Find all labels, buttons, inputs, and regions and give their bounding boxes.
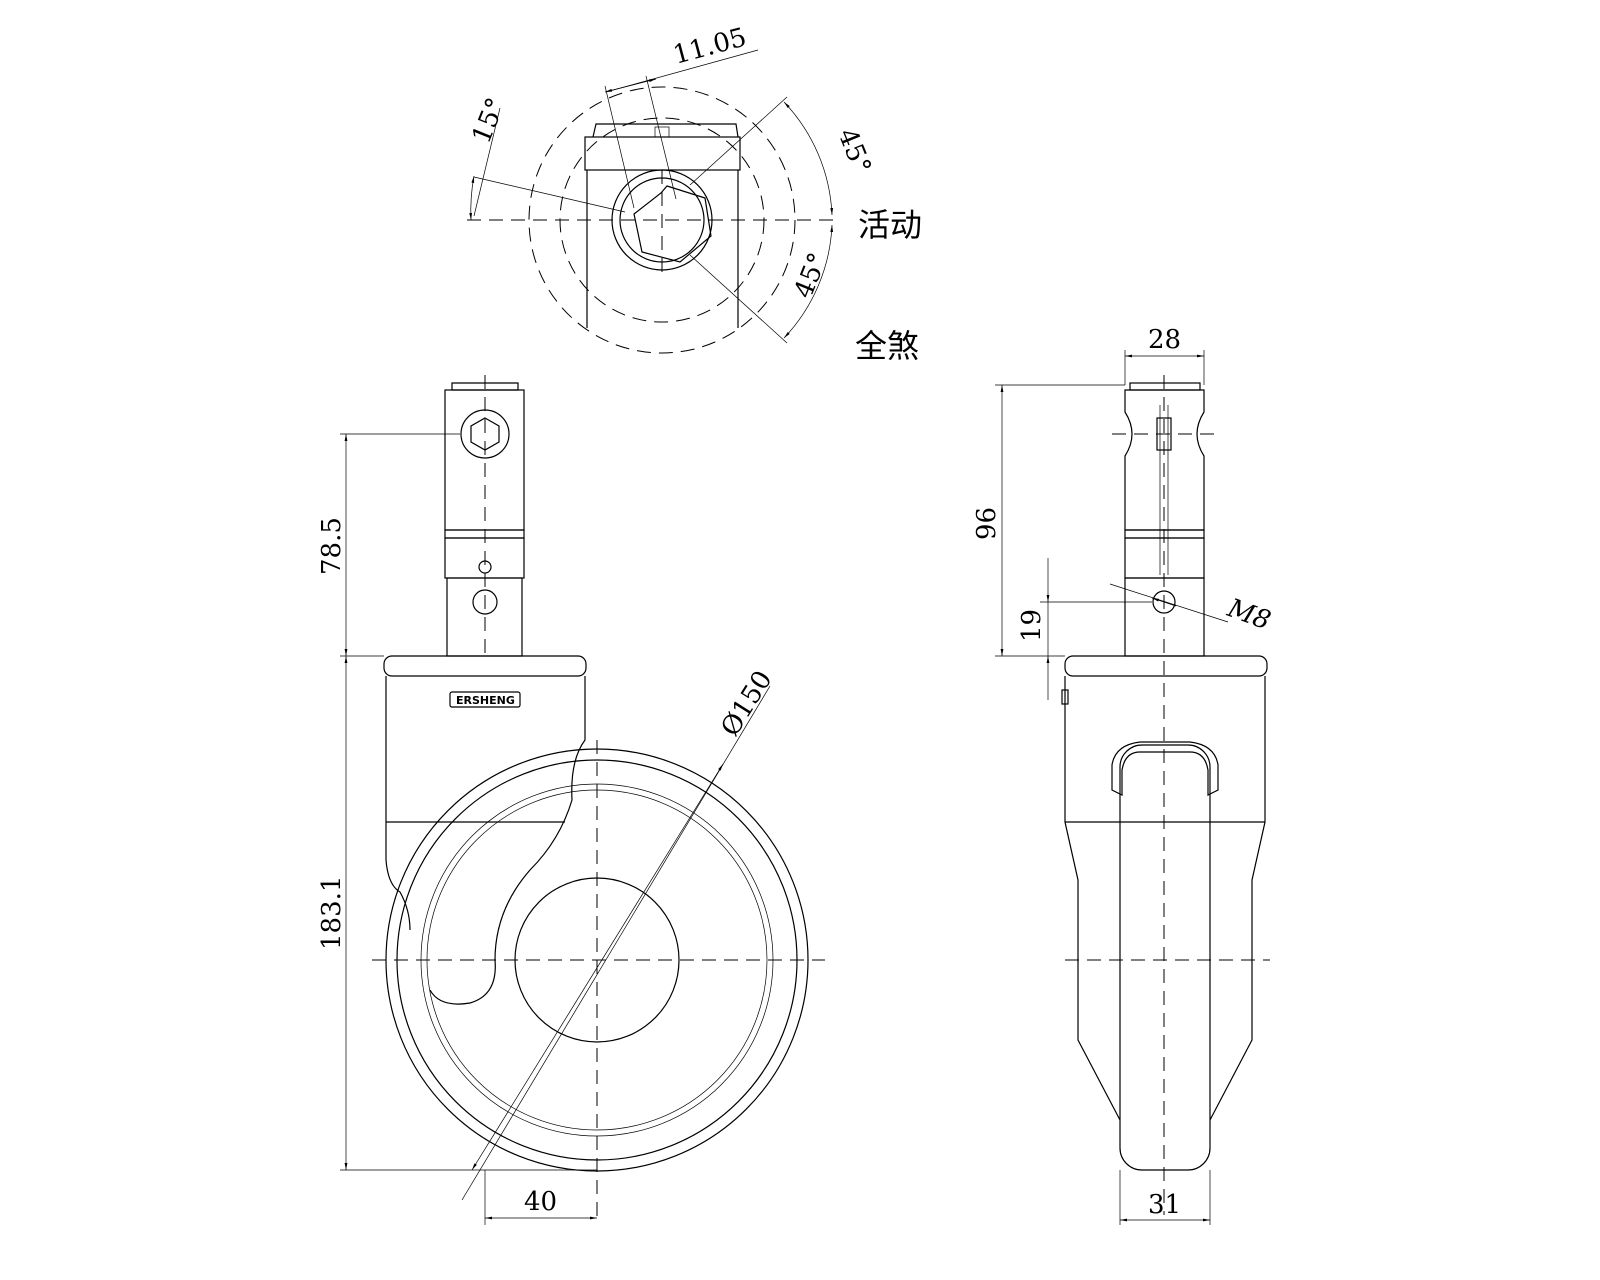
dim-78-5: 78.5 [317,517,347,575]
dim-diameter-150: Ø150 [715,666,778,742]
dim-angle-45-lower: 45° [789,249,834,303]
dim-m8: M8 [1223,593,1275,636]
dim-angle-15: 15° [467,94,512,148]
dim-96: 96 [972,507,1002,540]
brand-logo: ERSHENG [456,694,515,707]
front-view: 28 96 19 M8 31 [972,325,1274,1225]
dim-183-1: 183.1 [317,876,347,950]
dim-offset-40: 40 [524,1187,557,1217]
dim-31: 31 [1148,1190,1181,1220]
top-view: 11.05 15° 45° 45° 活动 全煞 [467,23,922,365]
label-total-lock: 全煞 [855,327,919,365]
dim-28: 28 [1148,325,1181,355]
dim-19: 19 [1017,609,1047,642]
label-swivel: 活动 [858,206,922,244]
side-view: ERSHENG Ø150 78.5 183.1 40 [317,375,825,1225]
dim-angle-45-upper: 45° [832,124,877,178]
